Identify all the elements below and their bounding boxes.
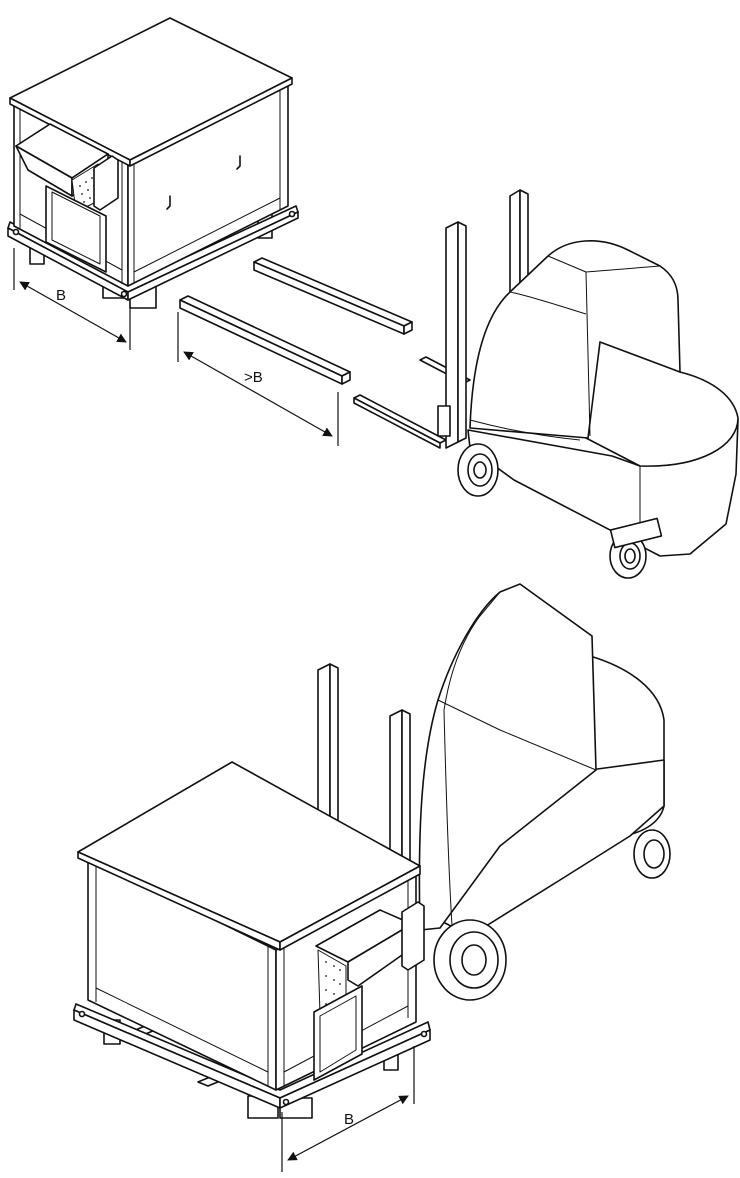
service-window: [45, 185, 107, 273]
dimension-b-top: B: [13, 248, 131, 350]
dimension-label: B: [56, 287, 66, 304]
dimension-label: B: [344, 1111, 354, 1128]
wheel: [433, 919, 507, 1001]
door-handle: [166, 195, 171, 210]
forklift-counterweight: [585, 339, 739, 467]
fork: [353, 394, 447, 444]
wheel: [457, 443, 499, 497]
forklift-bottom: [317, 583, 671, 1001]
wheel: [633, 829, 671, 879]
dimension-fork-spacing: >B: [177, 312, 339, 446]
air-handling-unit-top: [7, 17, 299, 309]
air-handling-unit-bottom: [73, 761, 431, 1119]
forklift-top: [353, 189, 739, 579]
lifting-beams: [179, 257, 413, 385]
lifting-beam: [253, 257, 413, 327]
door-handle: [236, 155, 241, 170]
forklift-cab: [469, 240, 681, 439]
dimension-b-bottom: B: [281, 1046, 415, 1172]
service-window: [313, 985, 363, 1081]
dimension-label: >B: [244, 369, 263, 386]
